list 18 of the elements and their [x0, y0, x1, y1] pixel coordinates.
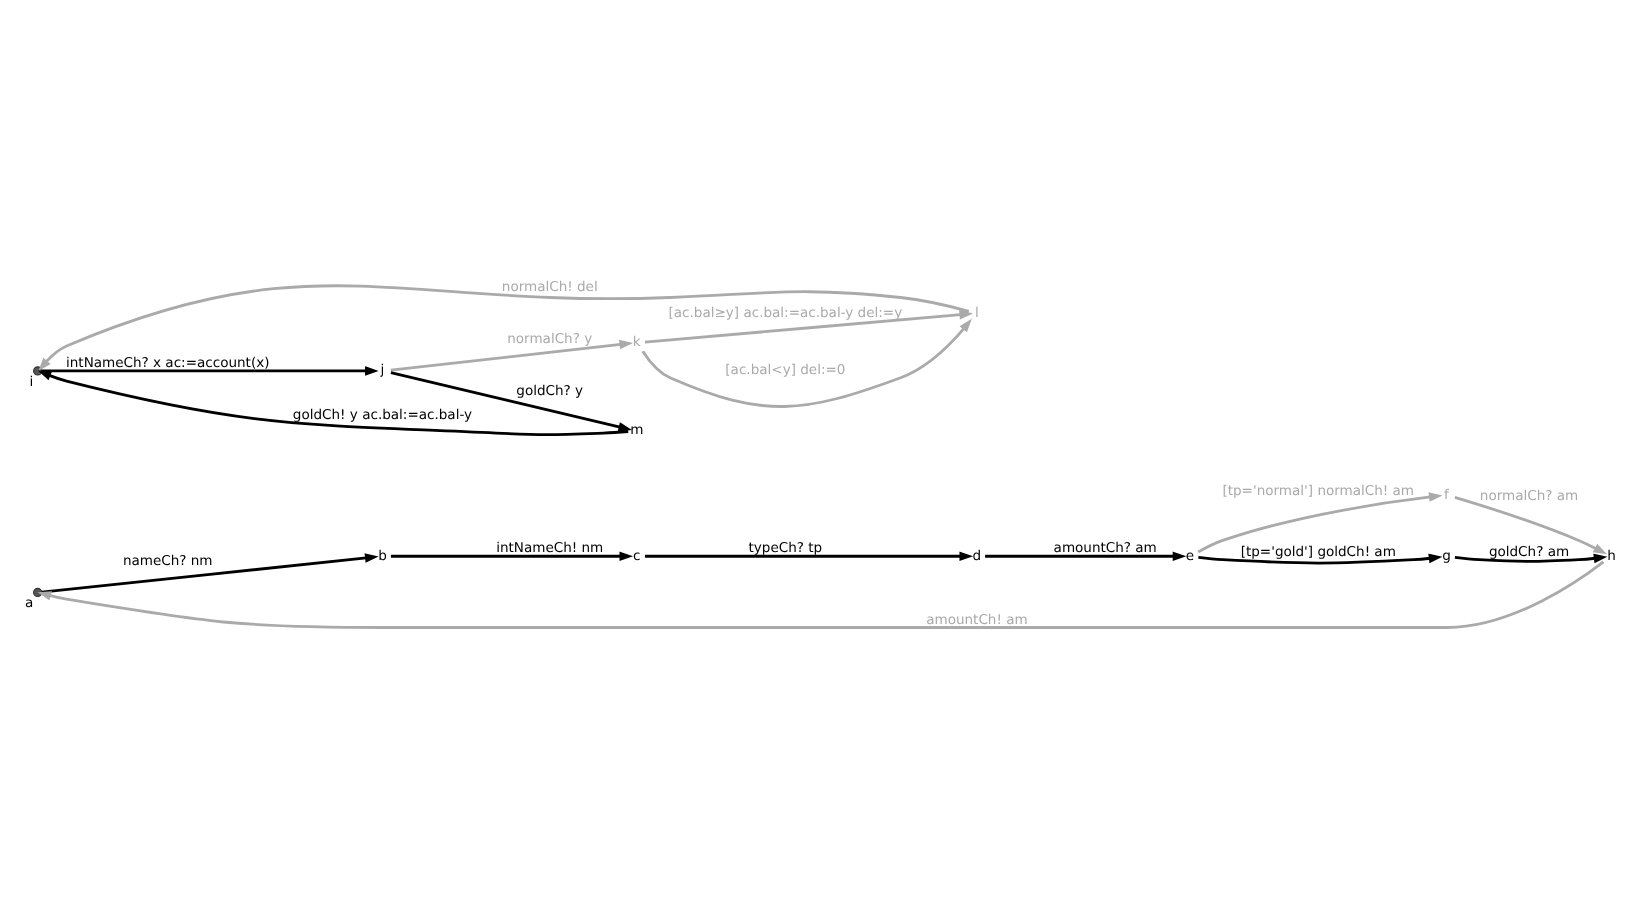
arrow — [37, 560, 1605, 629]
arrow — [1454, 496, 1608, 555]
arrow — [390, 339, 634, 372]
arrow — [41, 553, 379, 594]
arrow — [985, 551, 1187, 562]
arrow — [1198, 553, 1443, 565]
node-circle — [33, 587, 43, 598]
node-circle — [33, 366, 43, 376]
arrow — [390, 551, 634, 562]
arrow — [644, 551, 974, 562]
arrow — [390, 371, 632, 432]
arrow — [1454, 553, 1608, 564]
arrow — [37, 370, 629, 436]
arrow — [38, 284, 970, 372]
arrow — [644, 309, 974, 344]
arrow — [41, 366, 379, 376]
arrow — [1197, 492, 1443, 554]
arrow — [641, 318, 972, 408]
